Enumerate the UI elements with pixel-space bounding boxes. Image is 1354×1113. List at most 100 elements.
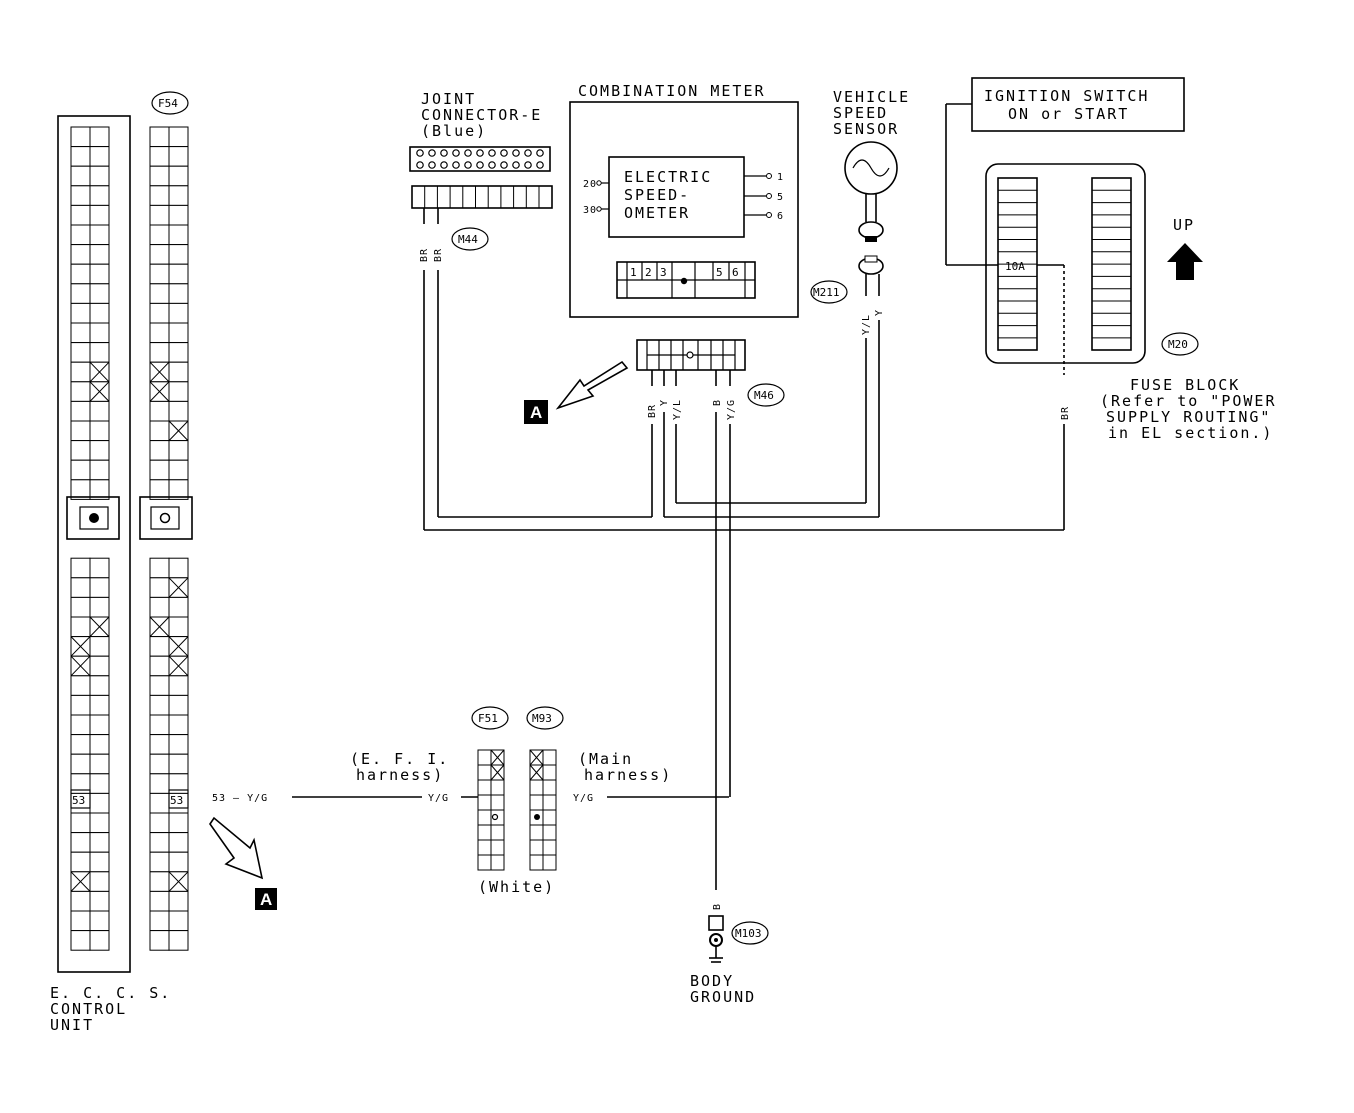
- terminal-cell: [70, 224, 91, 246]
- terminal-cell: [542, 749, 557, 766]
- terminal-cell: [89, 302, 110, 324]
- ref-a-upper: A: [530, 403, 542, 422]
- terminal-cell: [70, 753, 91, 775]
- m46-wire-br: BR: [647, 404, 658, 418]
- terminal-cell: [149, 655, 170, 677]
- terminal-cell: [168, 675, 189, 696]
- terminal-cell: [168, 753, 189, 775]
- terminal-cell: [149, 910, 170, 932]
- terminal-cell: [89, 734, 110, 755]
- ignition-switch-2: ON or START: [1008, 105, 1129, 123]
- ground-wire-b: B: [712, 903, 723, 910]
- terminal-cell: [149, 263, 170, 285]
- terminal-cell: [490, 779, 505, 796]
- ref-a-lower-box: [255, 888, 277, 910]
- fuse-block-1: FUSE BLOCK: [1130, 376, 1240, 394]
- terminal-cell: [89, 146, 110, 167]
- terminal-cell: [477, 854, 492, 871]
- terminal-cell: [149, 557, 170, 579]
- terminal-cell: [149, 459, 170, 481]
- terminal-cell: [89, 165, 110, 187]
- terminal-cell: [477, 764, 492, 781]
- main-harness-2: harness): [584, 766, 672, 784]
- terminal-cell: [89, 890, 110, 912]
- f54-key-dot: [159, 512, 171, 524]
- meter-conn-pin-5: 5: [716, 266, 723, 279]
- terminal-cell: [89, 400, 110, 422]
- m20-tag-oval: [1161, 332, 1199, 356]
- terminal-cell: [149, 792, 170, 814]
- terminal-cell: [168, 714, 189, 736]
- ref-arrow-lower: A: [209, 816, 277, 910]
- ecm-key: [79, 506, 109, 530]
- terminal-cell: [89, 792, 110, 814]
- terminal-cell: [149, 420, 170, 442]
- terminal-cell: [70, 146, 91, 167]
- terminal-cell: [542, 779, 557, 796]
- terminal-cell: [89, 577, 110, 598]
- terminal-cell: [149, 400, 170, 422]
- terminal-cell: [149, 890, 170, 912]
- terminal-cell: [89, 871, 110, 892]
- terminal-cell: [168, 381, 189, 402]
- terminal-cell: [89, 440, 110, 461]
- ecm-label-3: UNIT: [50, 1016, 94, 1034]
- terminal-cell: [149, 851, 170, 873]
- terminal-cell: [529, 854, 544, 871]
- combination-meter-outline: [569, 101, 799, 318]
- m44-wire-1: BR: [419, 248, 430, 262]
- ecm-wire-label: 53 — Y/G: [212, 793, 268, 804]
- terminal-cell: [149, 244, 170, 265]
- terminal-cell: [89, 322, 110, 344]
- terminal-cell: [149, 165, 170, 187]
- f54-connector: F54 53: [139, 91, 193, 951]
- f54-pin-label: 53: [170, 794, 183, 807]
- terminal-cell: [168, 302, 189, 324]
- terminal-cell: [477, 839, 492, 856]
- terminal-cell: [89, 773, 110, 794]
- meter-right-terminals: 1 5 6: [744, 172, 784, 222]
- terminal-cell: [149, 185, 170, 206]
- white-label: (White): [478, 878, 555, 896]
- f51-wire-label: Y/G: [428, 793, 449, 804]
- terminal-cell: [70, 440, 91, 461]
- terminal-cell: [168, 812, 189, 834]
- terminal-cell: [149, 146, 170, 167]
- terminal-cell: [168, 851, 189, 873]
- terminal-cell: [89, 459, 110, 481]
- terminal-cell: [168, 322, 189, 344]
- speedometer-box: [608, 156, 745, 238]
- vss-label-2: SPEED: [833, 104, 888, 122]
- fuse-wire-br: BR: [1060, 406, 1071, 420]
- m46-tag-oval: [747, 383, 785, 407]
- terminal-cell: [477, 779, 492, 796]
- ref-arrow-lower-icon: [209, 816, 264, 880]
- meter-pin-6: 6: [777, 211, 784, 222]
- m46-wire-yl: Y/L: [672, 399, 683, 420]
- terminal-cell: [149, 224, 170, 246]
- ecm-label-2: CONTROL: [50, 1000, 127, 1018]
- terminal-cell: [70, 596, 91, 618]
- terminal-cell: [89, 224, 110, 246]
- speedometer-2: SPEED-: [624, 186, 690, 204]
- joint-connector-1: JOINT: [421, 90, 476, 108]
- meter-pin-5: 5: [777, 192, 784, 203]
- fuse-block-2: (Refer to "POWER: [1100, 392, 1277, 410]
- vss-icon: [844, 141, 898, 275]
- fuse-block-4: in EL section.): [1108, 424, 1273, 442]
- terminal-cell: [168, 596, 189, 618]
- m211-wire-y: Y: [874, 309, 885, 316]
- meter-conn-pin-2: 2: [645, 266, 652, 279]
- terminal-cell: [89, 126, 110, 148]
- terminal-cell: [70, 734, 91, 755]
- ecm-key-frame: [66, 496, 120, 540]
- ecm-terminal-grid: [70, 126, 110, 951]
- meter-connector: 1 2 3 5 6: [616, 261, 756, 299]
- terminal-cell: [168, 910, 189, 932]
- efi-harness-2: harness): [356, 766, 444, 784]
- joint-connector-icon: [409, 146, 553, 209]
- terminal-cell: [70, 165, 91, 187]
- terminal-cell: [149, 440, 170, 461]
- combination-meter-label: COMBINATION METER: [578, 82, 766, 100]
- f51-tag: F51: [478, 712, 498, 725]
